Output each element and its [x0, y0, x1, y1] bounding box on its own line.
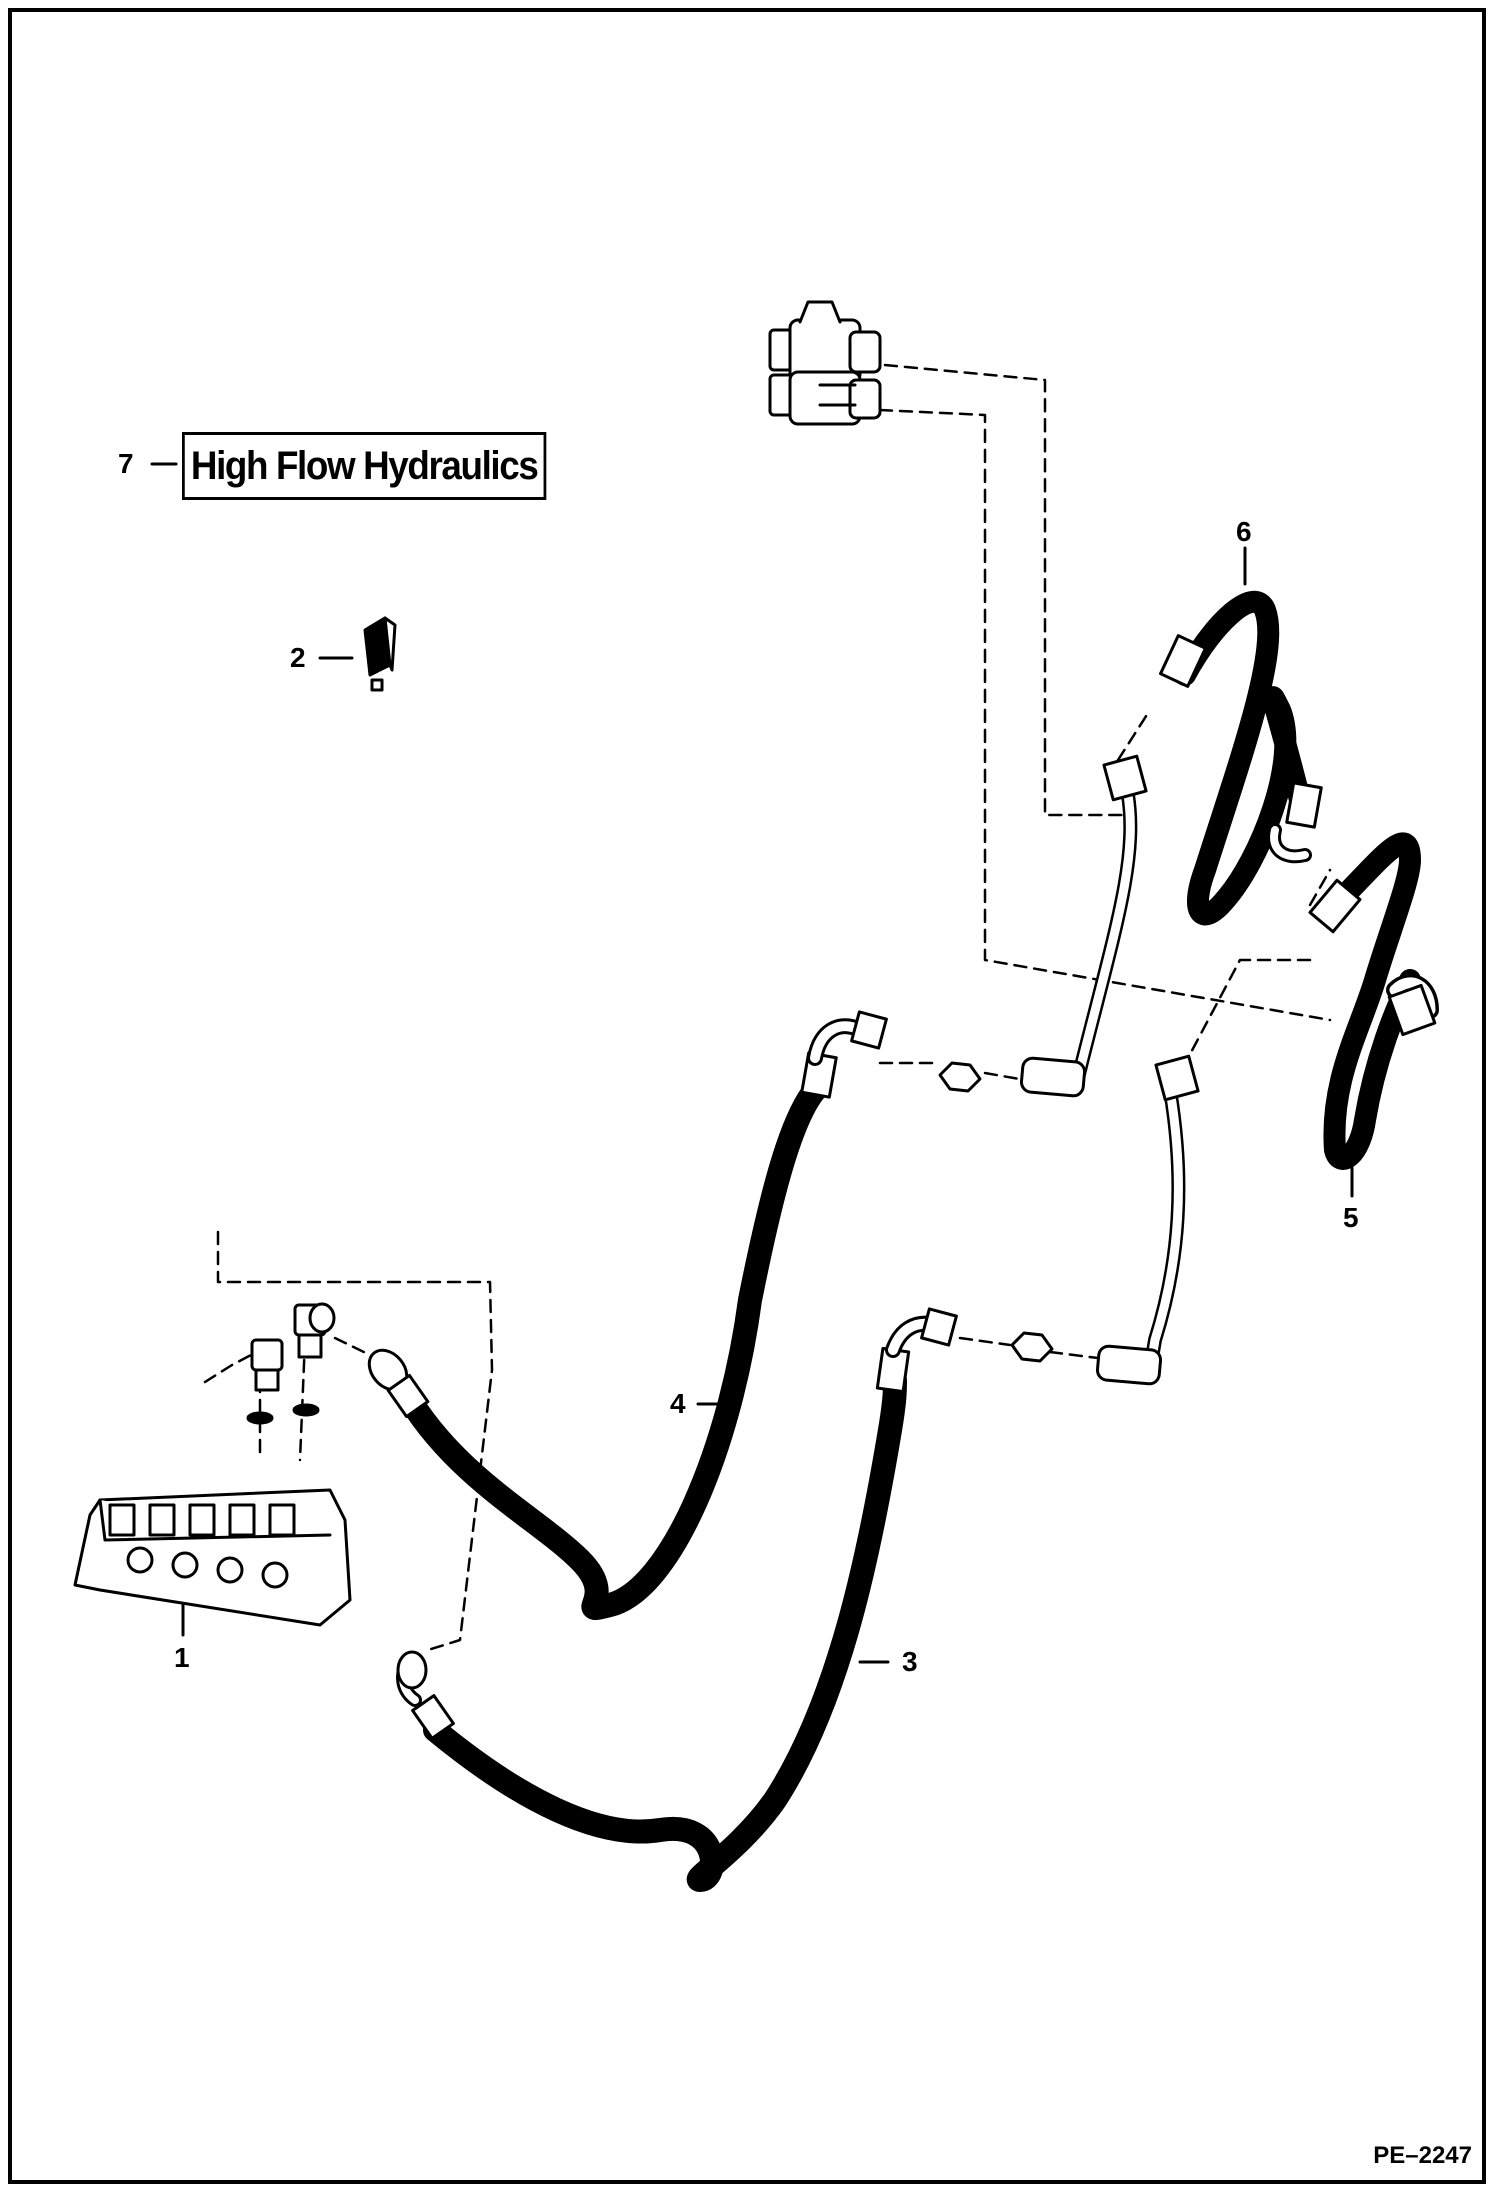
callout-1: 1	[174, 1642, 190, 1673]
quick-coupler-assembly	[768, 300, 882, 426]
figure-number: PE–2247	[1373, 2142, 1472, 2169]
steel-tube-upper	[938, 754, 1148, 1098]
hose-3	[396, 1307, 958, 1892]
callout-3: 3	[902, 1646, 918, 1677]
hose-5	[1308, 832, 1439, 1170]
hose-6	[1159, 590, 1323, 926]
callout-4: 4	[670, 1388, 686, 1419]
control-valve-body	[73, 1488, 352, 1627]
hose-4	[367, 1010, 888, 1620]
valve-fittings	[246, 1302, 336, 1425]
callout-5: 5	[1343, 1202, 1359, 1233]
assembly-dashed-lines	[203, 363, 1332, 1652]
callout-7: 7	[118, 448, 134, 479]
callout-2: 2	[290, 642, 306, 673]
steel-tube-lower	[1010, 1054, 1200, 1386]
high-flow-hydraulics-decal: High Flow Hydraulics	[182, 432, 547, 500]
rocker-switch	[363, 616, 397, 692]
callout-6: 6	[1236, 516, 1252, 547]
diagram-border	[8, 8, 1486, 2184]
